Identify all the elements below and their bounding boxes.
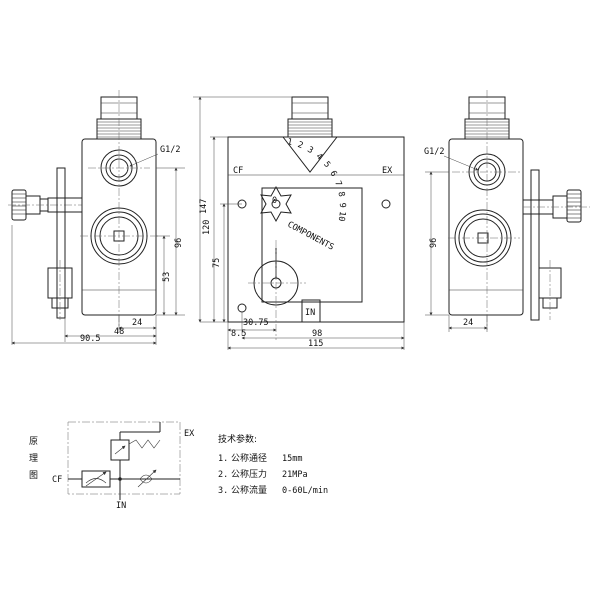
- center-in-label: IN: [305, 308, 315, 318]
- center-ex-label: EX: [382, 166, 393, 176]
- dial-zero: 0: [272, 196, 277, 206]
- side-dim-96: 96: [429, 238, 439, 248]
- center-dim-120: 120: [202, 220, 212, 235]
- screw-hole-tr: [381, 199, 391, 209]
- scale-mark: 3: [305, 145, 315, 156]
- scale-mark: 2: [296, 140, 304, 151]
- schematic-orifice: [139, 474, 153, 484]
- scale-mark: 9: [337, 203, 347, 208]
- scale-mark: 1: [286, 137, 293, 148]
- spec-2-value: 21MPa: [282, 470, 308, 480]
- front-dim-24: 24: [132, 318, 142, 328]
- scale-mark: 5: [321, 160, 332, 170]
- schematic-in-label: IN: [116, 501, 126, 511]
- schematic-title-1: 原: [29, 436, 38, 447]
- scale-mark: 7: [332, 180, 343, 188]
- scale-mark: 8: [335, 191, 346, 198]
- center-dim-8-5: 8.5: [231, 329, 246, 339]
- schematic-title-2: 理: [29, 453, 38, 464]
- specs-block: 技术参数: 1. 公称通径 15mm 2. 公称压力 21MPa 3. 公称流量…: [218, 433, 328, 496]
- scale-mark: 4: [314, 152, 324, 163]
- center-dim-147: 147: [199, 199, 209, 214]
- schematic: 原 理 图 EX CF IN: [29, 421, 195, 511]
- screw-hole-bl: [237, 303, 247, 313]
- spec-3-index: 3.: [218, 486, 228, 496]
- schematic-cf-label: CF: [52, 475, 62, 485]
- specs-heading: 技术参数:: [218, 433, 257, 445]
- schematic-frame: [67, 421, 181, 495]
- side-body: [448, 138, 524, 316]
- side-rod-right: [530, 169, 540, 321]
- front-view: G1/2 96 53 24 48 90.5: [8, 90, 185, 345]
- side-rod: [56, 167, 66, 319]
- front-dim-53: 53: [162, 272, 172, 282]
- center-dim-30-75: 30.75: [243, 318, 269, 328]
- spec-3-name: 公称流量: [231, 484, 267, 496]
- side-port-label: G1/2: [424, 147, 444, 157]
- side-view: G1/2 96 24: [424, 90, 590, 332]
- center-dim-75: 75: [212, 258, 222, 268]
- schematic-title-3: 图: [29, 470, 38, 481]
- front-dim-96: 96: [174, 238, 184, 248]
- scale-plate: [261, 187, 363, 303]
- scale-mark: 6: [327, 169, 338, 178]
- brand-text: COMPONENTS: [286, 220, 336, 253]
- star-knob: [260, 185, 292, 223]
- front-port-label: G1/2: [160, 145, 180, 155]
- spec-1-name: 公称通径: [231, 452, 267, 464]
- side-dim-24: 24: [463, 318, 473, 328]
- center-v-groove: [282, 136, 338, 173]
- center-dim-98: 98: [312, 329, 322, 339]
- center-cf-label: CF: [233, 166, 243, 176]
- spec-2-index: 2.: [218, 470, 228, 480]
- front-dim-90-5: 90.5: [80, 334, 100, 344]
- front-dim-48: 48: [114, 327, 124, 337]
- spec-1-index: 1.: [218, 454, 228, 464]
- scale-mark: 10: [336, 210, 347, 222]
- spec-2-name: 公称压力: [231, 468, 267, 480]
- schematic-ex-label: EX: [184, 429, 195, 439]
- spec-1-value: 15mm: [282, 454, 302, 464]
- center-dim-115: 115: [308, 339, 323, 349]
- center-top-nut: [291, 96, 329, 120]
- spec-3-value: 0-60L/min: [282, 486, 328, 496]
